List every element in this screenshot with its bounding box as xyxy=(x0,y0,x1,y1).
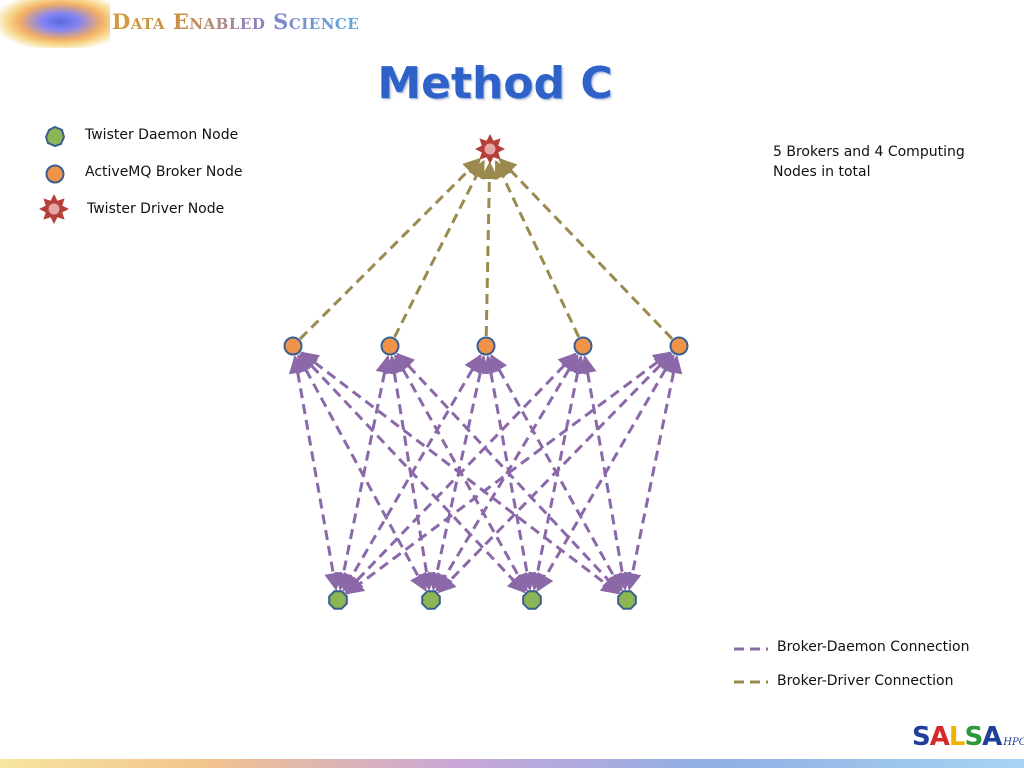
driver-legend-star xyxy=(39,194,69,224)
broker-daemon-connection xyxy=(288,355,343,591)
broker-node xyxy=(283,336,303,356)
broker-node xyxy=(669,336,689,356)
broker-daemon-connection xyxy=(437,352,673,594)
broker-daemon-connections xyxy=(288,351,683,595)
daemon-node xyxy=(617,590,637,610)
broker-daemon-connection xyxy=(296,354,428,592)
driver-star-center xyxy=(484,143,496,155)
broker-driver-connection xyxy=(498,157,674,340)
daemon-node xyxy=(328,590,348,610)
broker-driver-legend-label: Broker-Driver Connection xyxy=(777,673,954,689)
driver-legend-icon xyxy=(39,194,69,224)
broker-driver-connection xyxy=(480,161,499,337)
slide-title: Method C xyxy=(377,58,613,109)
driver-node xyxy=(475,134,505,164)
daemon-legend-icon xyxy=(44,125,66,148)
legend-driver-label: Twister Driver Node xyxy=(87,201,225,217)
brand-title: Data Enabled Science xyxy=(112,9,360,34)
broker-driver-connection xyxy=(393,159,486,338)
driver-star-center xyxy=(48,203,60,215)
broker-driver-connection xyxy=(299,157,482,340)
footer-gradient-bar xyxy=(0,759,1024,768)
nodes-layer xyxy=(283,134,689,610)
broker-daemon-connection xyxy=(623,355,683,591)
legend-broker-label: ActiveMQ Broker Node xyxy=(85,164,243,180)
corner-decoration xyxy=(0,0,110,48)
broker-node xyxy=(380,336,400,356)
daemon-node xyxy=(522,590,542,610)
broker-node xyxy=(476,336,496,356)
broker-node xyxy=(573,336,593,356)
logo-subtext: HPC xyxy=(1003,737,1024,748)
salsa-hpc-logo: SALSAHPC xyxy=(912,722,1024,752)
summary-note: 5 Brokers and 4 Computing Nodes in total xyxy=(773,144,965,180)
broker-driver-connection xyxy=(494,160,581,338)
daemon-node xyxy=(421,590,441,610)
broker-daemon-connection xyxy=(536,353,675,593)
broker-driver-connections xyxy=(299,157,674,340)
legend-daemon-label: Twister Daemon Node xyxy=(85,127,239,143)
broker-legend-icon xyxy=(45,164,65,184)
broker-daemon-legend-label: Broker-Daemon Connection xyxy=(777,639,970,655)
